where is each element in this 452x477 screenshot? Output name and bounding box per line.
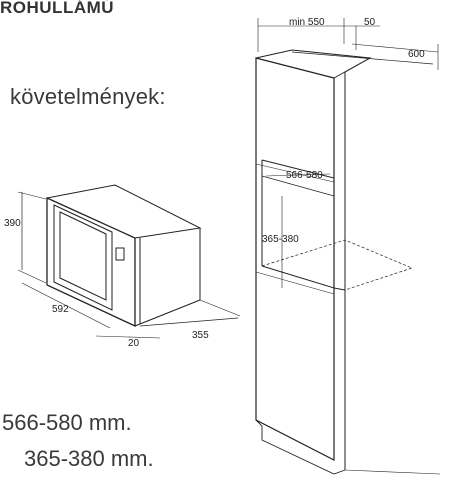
dim-gap-label: 50	[364, 17, 376, 28]
dim-front-label: 20	[128, 338, 140, 349]
header-title: ROHULLÁMÚ	[0, 0, 115, 17]
dim-niche-width-label: 566-580	[286, 170, 323, 181]
dim-niche-height-label: 365-380	[262, 234, 299, 245]
cabinet-drawing	[255, 18, 441, 475]
dim-height-label: 390	[4, 218, 21, 229]
spec-niche-width: 566-580 mm.	[2, 410, 132, 435]
dim-depth-label: 600	[408, 49, 425, 60]
requirements-label: követelmények:	[10, 84, 166, 109]
dim-width-label: 592	[52, 304, 69, 315]
dim-min-width-label: min 550	[289, 17, 325, 28]
spec-niche-height: 365-380 mm.	[24, 446, 154, 471]
microwave-drawing	[17, 184, 241, 339]
dim-depth-label: 355	[192, 330, 209, 341]
